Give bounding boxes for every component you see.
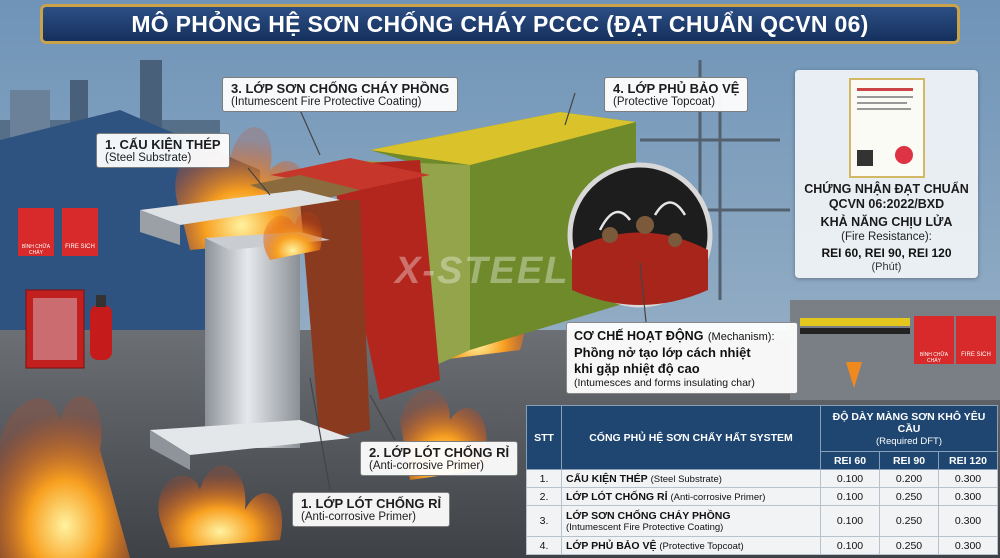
table-row: 1. CẤU KIỆN THÉP (Steel Substrate) 0.100… — [526, 469, 998, 489]
fire-extinguisher-icon — [90, 295, 112, 360]
mechanism-panel: CƠ CHẾ HOẠT ĐỘNG (Mechanism): Phồng nở t… — [566, 322, 798, 394]
sign-left-1-label: BÌNH CHỮA CHÁY — [21, 244, 51, 256]
mechanism-body-1: Phồng nở tạo lớp cách nhiệt — [574, 345, 751, 360]
callout-steel-substrate: 1. CẤU KIỆN THÉP (Steel Substrate) — [96, 133, 230, 168]
callout-title: 1. LỚP LÓT CHỐNG RỈ — [301, 496, 442, 511]
callout-primer-1: 1. LỚP LÓT CHỐNG RỈ (Anti-corrosive Prim… — [292, 492, 451, 527]
callout-title: 3. LỚP SƠN CHỐNG CHÁY PHỒNG — [231, 81, 450, 96]
mechanism-heading-en: (Mechanism): — [707, 331, 775, 343]
mechanism-heading-row: CƠ CHẾ HOẠT ĐỘNG (Mechanism): — [574, 327, 790, 345]
row-name-vi: LỚP SƠN CHỐNG CHÁY PHỒNG — [566, 509, 731, 522]
page-title: MÔ PHỎNG HỆ SƠN CHỐNG CHÁY PCCC (ĐẠT CHU… — [131, 10, 869, 37]
callout-title: 4. LỚP PHỦ BẢO VỆ — [613, 81, 740, 96]
primer-layer — [300, 200, 370, 440]
sign-left-2-label: FIRE SICH — [65, 244, 95, 250]
col-rei60: REI 60 — [820, 451, 880, 471]
row-name-vi: LỚP LÓT CHỐNG RỈ — [566, 490, 668, 503]
row-rei90: 0.250 — [879, 505, 939, 538]
watermark: X-STEEL — [395, 250, 570, 292]
row-name-en: (Anti-corrosive Primer) — [670, 491, 766, 503]
col-dft-title: ĐỘ DÀY MÀNG SƠN KHÔ YÊU CẦU — [832, 410, 986, 435]
row-name-en: (Protective Topcoat) — [659, 540, 744, 552]
row-stt: 3. — [526, 505, 562, 538]
title-banner: MÔ PHỎNG HỆ SƠN CHỐNG CHÁY PCCC (ĐẠT CHU… — [40, 4, 960, 44]
row-name-vi: CẤU KIỆN THÉP — [566, 472, 648, 485]
sign-right-1-label: BÌNH CHỮA CHÁY — [919, 352, 949, 364]
table-row: 4. LỚP PHỦ BẢO VỆ (Protective Topcoat) 0… — [526, 536, 998, 555]
callout-intumescent: 3. LỚP SƠN CHỐNG CHÁY PHỒNG (Intumescent… — [222, 77, 459, 112]
traffic-cone — [846, 362, 862, 388]
row-name: LỚP SƠN CHỐNG CHÁY PHỒNG(Intumescent Fir… — [561, 505, 821, 538]
certificate-document-icon — [848, 78, 925, 178]
table-row: 2. LỚP LÓT CHỐNG RỈ (Anti-corrosive Prim… — [526, 487, 998, 507]
certificate-line6: (Phút) — [871, 261, 902, 273]
col-dft-sub: (Required DFT) — [876, 435, 942, 447]
sign-right-2-label: FIRE SICH — [961, 352, 991, 358]
row-name: LỚP LÓT CHỐNG RỈ (Anti-corrosive Primer) — [561, 487, 821, 507]
col-rei90: REI 90 — [879, 451, 939, 471]
callout-subtitle: (Anti-corrosive Primer) — [301, 511, 417, 523]
row-rei60: 0.100 — [820, 505, 880, 538]
certificate-panel: CHỨNG NHẬN ĐẠT CHUẨN QCVN 06:2022/BXD KH… — [795, 70, 978, 278]
callout-leaders — [247, 92, 647, 491]
certificate-line4: (Fire Resistance): — [841, 231, 932, 243]
magnifier-circle — [567, 162, 713, 308]
col-rei120: REI 120 — [938, 451, 998, 471]
row-rei90: 0.250 — [879, 536, 939, 555]
row-rei120: 0.300 — [938, 487, 998, 507]
callout-title: 2. LỚP LÓT CHỐNG RỈ — [369, 445, 510, 460]
callout-subtitle: (Anti-corrosive Primer) — [369, 460, 485, 472]
row-name: CẤU KIỆN THÉP (Steel Substrate) — [561, 469, 821, 489]
certificate-line1: CHỨNG NHẬN ĐẠT CHUẨN — [804, 182, 969, 196]
row-name-vi: LỚP PHỦ BẢO VỆ — [566, 539, 657, 552]
row-rei60: 0.100 — [820, 469, 880, 489]
row-rei60: 0.100 — [820, 487, 880, 507]
table-row: 3. LỚP SƠN CHỐNG CHÁY PHỒNG(Intumescent … — [526, 505, 998, 538]
barrier — [800, 318, 910, 334]
row-rei60: 0.100 — [820, 536, 880, 555]
row-name: LỚP PHỦ BẢO VỆ (Protective Topcoat) — [561, 536, 821, 555]
row-stt: 4. — [526, 536, 562, 555]
col-stt: STT — [526, 404, 562, 471]
row-rei90: 0.200 — [879, 469, 939, 489]
row-name-en: (Intumescent Fire Protective Coating) — [566, 521, 724, 533]
row-stt: 2. — [526, 487, 562, 507]
topcoat-surface — [370, 112, 636, 165]
dft-table: STT CỐNG PHỦ HỆ SƠN CHẤY HẤT SYSTEM ĐỘ D… — [526, 404, 998, 555]
row-rei120: 0.300 — [938, 536, 998, 555]
col-dft: ĐỘ DÀY MÀNG SƠN KHÔ YÊU CẦU (Required DF… — [820, 404, 998, 453]
col-system: CỐNG PHỦ HỆ SƠN CHẤY HẤT SYSTEM — [561, 404, 821, 471]
row-stt: 1. — [526, 469, 562, 489]
callout-subtitle: (Protective Topcoat) — [613, 96, 716, 108]
row-name-en: (Steel Substrate) — [650, 473, 722, 485]
row-rei120: 0.300 — [938, 505, 998, 538]
fire-cabinet — [25, 289, 85, 369]
row-rei120: 0.300 — [938, 469, 998, 489]
callout-title: 1. CẤU KIỆN THÉP — [105, 137, 221, 152]
sign-right-1 — [914, 316, 954, 364]
mechanism-heading: CƠ CHẾ HOẠT ĐỘNG — [574, 329, 704, 343]
callout-subtitle: (Intumescent Fire Protective Coating) — [231, 96, 422, 108]
sign-left-2 — [62, 208, 98, 256]
foreground-flames — [158, 211, 323, 548]
coating-layers — [250, 112, 636, 440]
sign-right-2 — [956, 316, 996, 364]
mechanism-body-2: khi gặp nhiệt độ cao — [574, 361, 700, 376]
certificate-line5: REI 60, REI 90, REI 120 — [821, 246, 952, 260]
row-rei90: 0.250 — [879, 487, 939, 507]
callout-topcoat: 4. LỚP PHỦ BẢO VỆ (Protective Topcoat) — [604, 77, 749, 112]
sign-left-1 — [18, 208, 54, 256]
certificate-line2: QCVN 06:2022/BXD — [828, 197, 945, 211]
certificate-line3: KHẢ NĂNG CHỊU LỬA — [820, 215, 953, 229]
mechanism-body-en: (Intumesces and forms insulating char) — [574, 377, 755, 389]
callout-primer-2: 2. LỚP LÓT CHỐNG RỈ (Anti-corrosive Prim… — [360, 441, 519, 476]
callout-subtitle: (Steel Substrate) — [105, 152, 192, 164]
